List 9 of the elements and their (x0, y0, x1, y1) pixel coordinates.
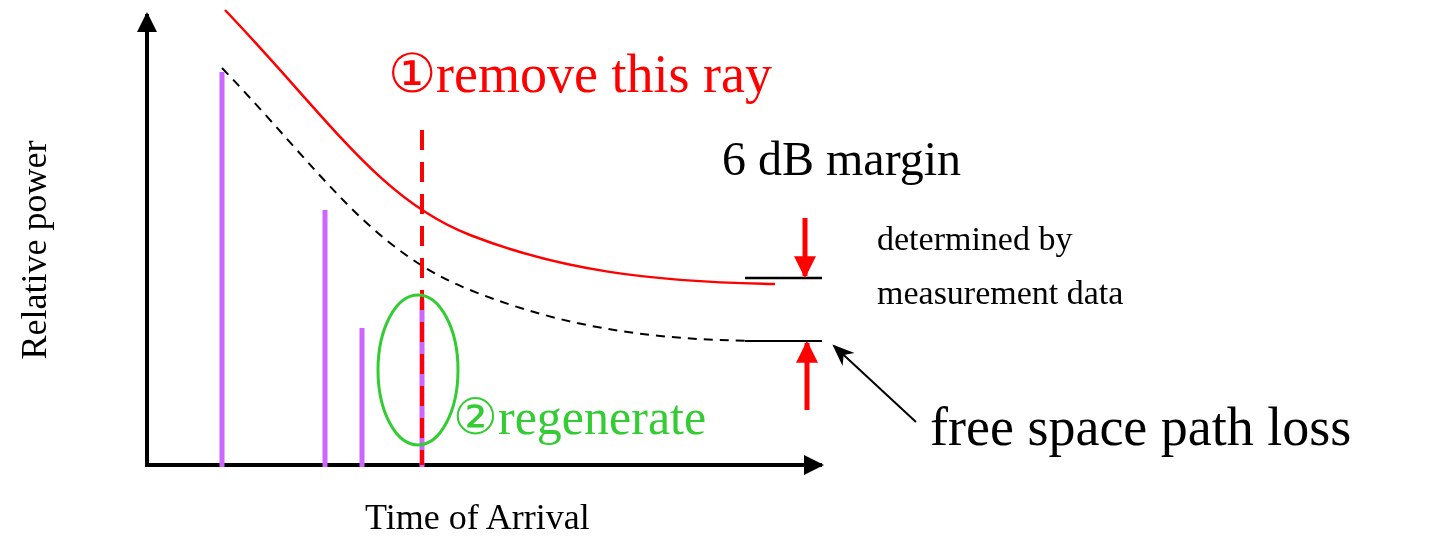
callout-text: free space path loss (930, 398, 1352, 458)
reference-line (745, 340, 822, 342)
leader-line (832, 344, 917, 423)
annotation-text: ①remove this ray (388, 45, 772, 105)
annotation-text: 6 dB margin (722, 133, 962, 186)
note-text: determined by measurement data (877, 219, 1125, 314)
axis-title: Relative power (15, 140, 55, 360)
axis-title: Time of Arrival (365, 498, 590, 538)
annotation-text: ②regenerate (453, 390, 707, 445)
